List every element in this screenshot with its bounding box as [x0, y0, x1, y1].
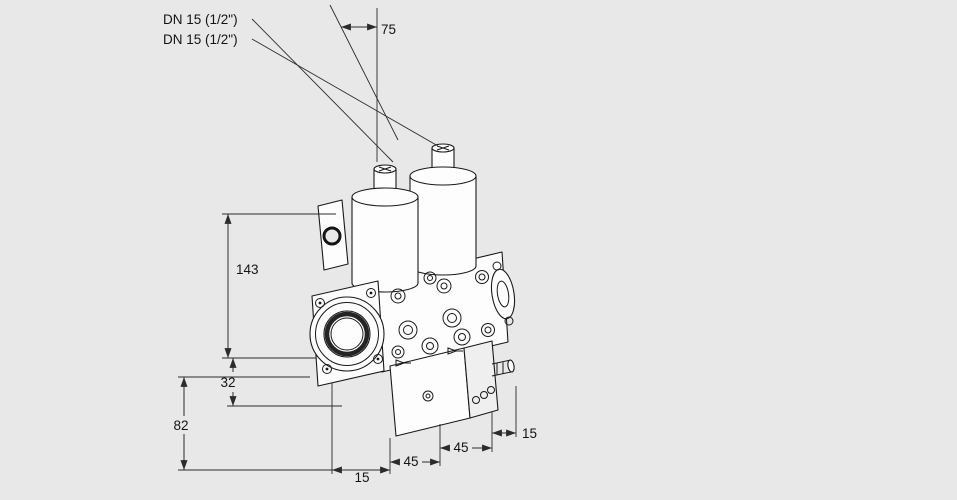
dim-32-label: 32	[220, 375, 235, 390]
dim-15-right: 15	[492, 386, 537, 441]
dim-75: 75	[329, 4, 399, 162]
dim-15-left: 15	[331, 383, 391, 485]
dim-82-label: 82	[173, 418, 188, 433]
dim-45-left-label: 45	[403, 454, 418, 469]
dim-45-right: 45	[440, 412, 493, 455]
inlet-flange	[309, 280, 385, 387]
dim-45-right-label: 45	[453, 440, 468, 455]
connector-slot-icon	[378, 166, 392, 172]
dn-annotation: DN 15 (1/2") DN 15 (1/2")	[163, 12, 439, 163]
dim-15-left-label: 15	[354, 470, 369, 485]
dim-45-left: 45	[390, 424, 441, 469]
dn-label-2: DN 15 (1/2")	[163, 32, 238, 47]
dim-82: 82	[173, 376, 390, 471]
dim-15-right-label: 15	[522, 426, 537, 441]
connector-slot-icon	[436, 145, 450, 151]
solenoid-coil-right	[409, 143, 477, 276]
outlet-flange	[490, 261, 516, 326]
flow-direction-icon	[395, 347, 463, 367]
test-nipple	[491, 359, 515, 377]
body-ports	[390, 270, 495, 359]
mounting-bracket	[317, 199, 349, 271]
dim-143-label: 143	[236, 262, 259, 277]
dim-32: 32	[220, 358, 342, 407]
dim-143: 143	[222, 213, 336, 359]
dn-label-1: DN 15 (1/2")	[163, 12, 238, 27]
solenoid-coil-left	[351, 164, 419, 293]
pressure-regulator	[389, 340, 499, 437]
dim-75-label: 75	[381, 22, 396, 37]
